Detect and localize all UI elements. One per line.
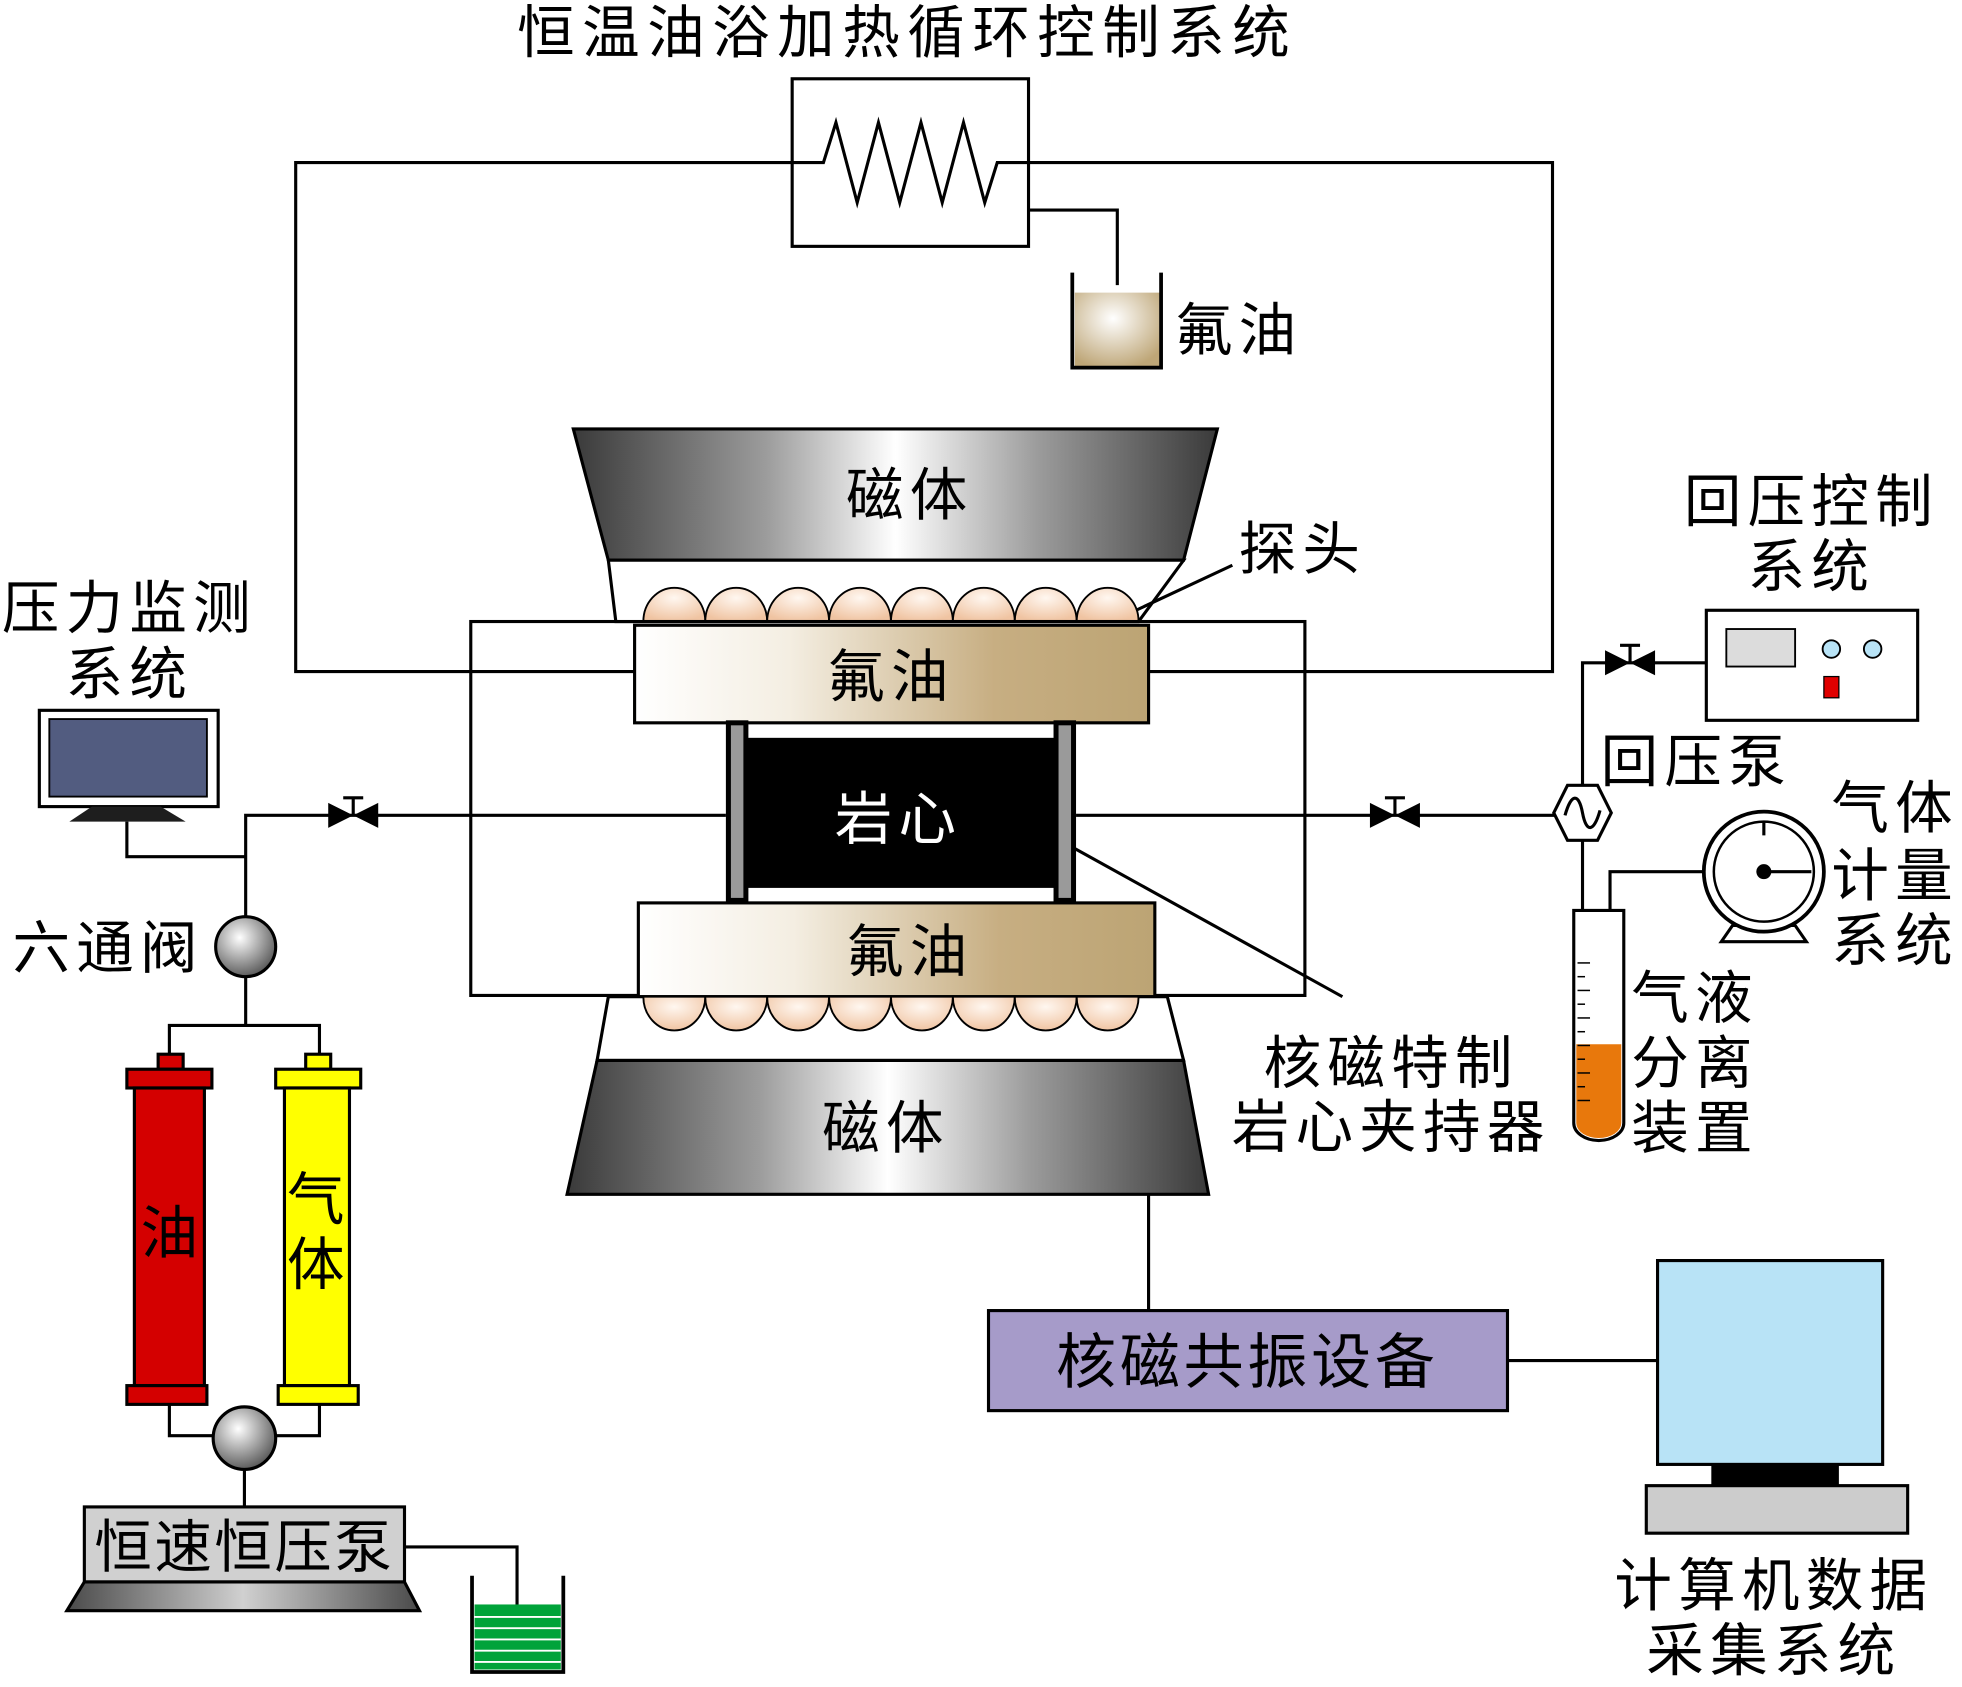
separator-to-gas-meter-pipe — [1608, 870, 1704, 911]
gas-cylinder-label: 气体 — [287, 1169, 345, 1297]
oil-slab-lower — [636, 901, 1157, 999]
oil-cylinder — [125, 1052, 214, 1406]
six-way-valve-label: 六通阀 — [12, 918, 203, 981]
gas-metering-label-line3: 系统 — [1831, 910, 1959, 973]
nmr-equipment — [986, 1309, 1510, 1413]
gas-cylinder-outlet — [273, 1404, 322, 1438]
probe-dome-top — [828, 586, 892, 623]
gas-cylinder — [274, 1052, 363, 1406]
computer-label-line1: 计算机数据 — [1614, 1556, 1933, 1619]
probe-dome-bottom — [890, 995, 954, 1032]
magnet-bottom — [565, 1058, 1211, 1196]
pump-valve — [211, 1405, 278, 1471]
rock-core-label: 岩心 — [835, 789, 963, 852]
controller-knob-2 — [1862, 639, 1883, 659]
diagram-title: 恒温油浴加热循环控制系统 — [517, 3, 1297, 66]
probe-array-bottom — [642, 995, 1140, 1032]
controller-display — [1725, 628, 1797, 668]
separator-label-line1: 气液 — [1631, 968, 1759, 1031]
holder-leader-line — [1072, 846, 1344, 999]
water-beaker — [470, 1575, 566, 1674]
cylinder-manifold-top — [167, 1023, 322, 1055]
pump-base — [64, 1580, 423, 1613]
pressure-monitor-stand — [69, 806, 186, 822]
computer-monitor — [1655, 1258, 1885, 1466]
pump-label: 恒速恒压泵 — [94, 1517, 394, 1580]
pressure-monitor-label-line1: 压力监测 — [2, 578, 257, 641]
gas-metering-label-line1: 气体 — [1831, 778, 1959, 841]
probe-dome-bottom — [766, 995, 830, 1032]
computer-monitor-neck — [1711, 1464, 1839, 1486]
oil-slab-lower-label: 氟油 — [846, 922, 974, 985]
constant-pressure-pump — [82, 1505, 407, 1584]
back-pressure-control-label-line2: 系统 — [1748, 537, 1876, 600]
probe-dome-top — [1013, 586, 1078, 623]
oil-beaker — [1070, 272, 1163, 370]
gas-meter-hub — [1756, 864, 1772, 880]
pump-to-water-pipe — [404, 1545, 519, 1629]
heating-loop-left-pipe — [294, 161, 793, 674]
probe-label: 探头 — [1239, 519, 1367, 582]
heater-coil-icon — [792, 116, 1029, 209]
separator-label-line2: 分离 — [1631, 1033, 1759, 1096]
separator-scale — [1577, 962, 1591, 1102]
controller-switch — [1823, 675, 1840, 699]
probe-dome-top — [704, 586, 769, 623]
core-end-plug-right — [1053, 720, 1077, 903]
back-pressure-valve-icon — [1605, 643, 1656, 676]
oil-slab-upper-label: 氟油 — [827, 647, 955, 710]
monitor-connection — [125, 821, 246, 859]
oil-slab-upper — [633, 623, 1151, 725]
probe-leader-line — [1135, 563, 1234, 612]
probe-dome-top — [766, 586, 830, 623]
magnet-top-label: 磁体 — [846, 465, 974, 528]
probe-dome-bottom — [1075, 995, 1140, 1032]
holder-label-line1: 核磁特制 — [1264, 1033, 1519, 1096]
back-pressure-control-label-line1: 回压控制 — [1684, 471, 1939, 534]
inlet-valve-icon — [328, 796, 379, 828]
separator-label-line3: 装置 — [1631, 1098, 1759, 1161]
heating-loop-right-pipe — [1028, 161, 1555, 674]
controller-knob-1 — [1821, 639, 1842, 659]
nmr-equipment-label: 核磁共振设备 — [1056, 1330, 1439, 1396]
probe-dome-bottom — [1013, 995, 1078, 1032]
computer-label-line2: 采集系统 — [1646, 1621, 1901, 1684]
rock-core — [747, 737, 1055, 888]
pressure-monitor-label-line2: 系统 — [66, 644, 194, 707]
pressure-monitor-screen — [48, 718, 208, 798]
core-end-plug-left — [725, 720, 749, 903]
probe-dome-bottom — [704, 995, 769, 1032]
six-way-valve — [214, 915, 278, 979]
back-pressure-pump-label: 回压泵 — [1601, 732, 1792, 795]
heater-to-beaker-pipe — [1028, 208, 1119, 286]
magnet-bottom-label: 磁体 — [822, 1098, 950, 1161]
probe-dome-bottom — [642, 995, 707, 1032]
probe-array-top — [642, 586, 1140, 623]
computer-base — [1644, 1484, 1910, 1535]
injection-pipe — [244, 813, 726, 920]
outlet-valve-icon — [1369, 796, 1420, 828]
holder-label-line2: 岩心夹持器 — [1232, 1097, 1551, 1160]
probe-dome-top — [951, 586, 1016, 623]
oil-beaker-label: 氟油 — [1175, 300, 1303, 363]
oil-cylinder-label: 油 — [141, 1203, 199, 1266]
sine-wave-icon — [1563, 796, 1602, 830]
probe-dome-bottom — [828, 995, 892, 1032]
probe-dome-top — [890, 586, 954, 623]
gas-metering-label-line2: 计量 — [1831, 845, 1959, 908]
probe-dome-bottom — [951, 995, 1016, 1032]
probe-dome-top — [642, 586, 707, 623]
oil-cylinder-outlet — [167, 1404, 216, 1438]
separator-liquid — [1576, 1044, 1622, 1139]
back-pressure-line — [1580, 661, 1707, 786]
oil-beaker-liquid — [1074, 292, 1160, 367]
